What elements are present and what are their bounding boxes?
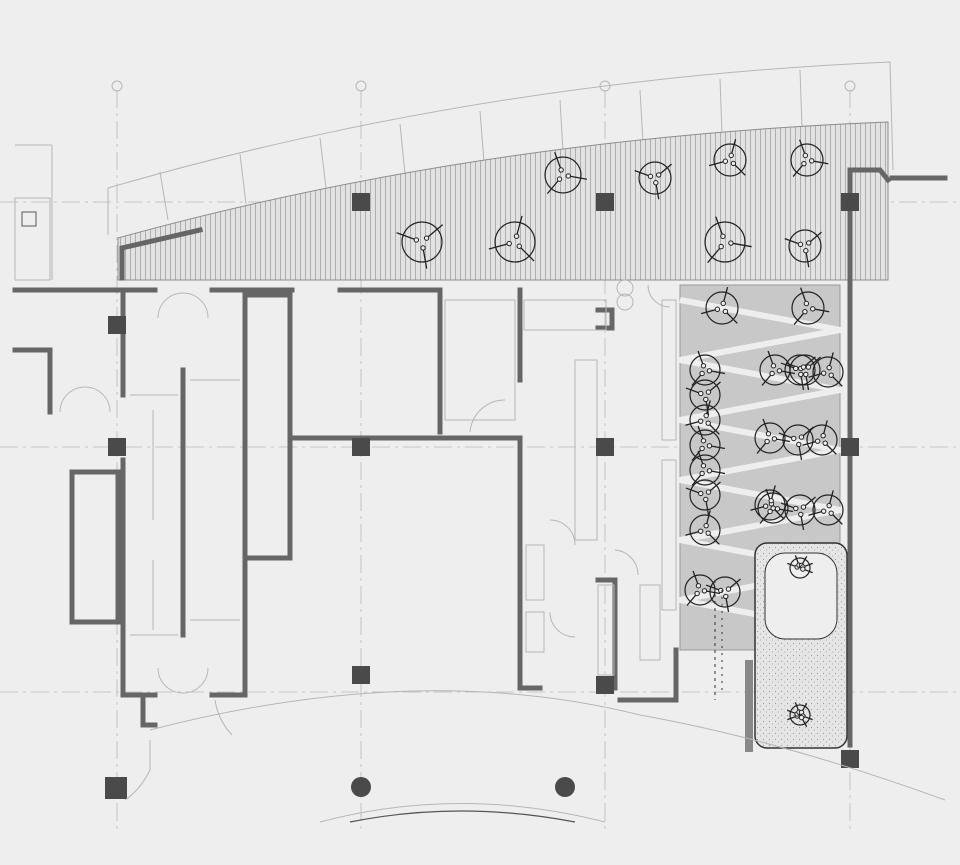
grid-bubble	[844, 80, 856, 92]
column	[108, 438, 126, 456]
round-table	[488, 215, 536, 263]
round-table	[689, 450, 726, 486]
kitchen	[444, 279, 677, 676]
round-table	[700, 286, 739, 325]
round-table	[780, 354, 816, 391]
column	[352, 666, 370, 684]
round-table	[685, 379, 721, 416]
structural-columns	[105, 193, 859, 799]
round-table	[705, 576, 741, 613]
round-table	[684, 570, 721, 606]
round-table	[784, 229, 822, 268]
entrance-doors	[59, 284, 671, 694]
round-table	[790, 139, 829, 177]
round-table	[808, 490, 844, 526]
round-table	[685, 479, 721, 516]
round-table	[787, 702, 813, 728]
round-table	[791, 287, 830, 325]
column	[105, 777, 127, 799]
round-table	[634, 161, 672, 200]
round-table	[396, 221, 444, 269]
booth-tables	[787, 555, 813, 728]
round-table	[685, 510, 721, 546]
planter-strip	[714, 580, 723, 700]
grid-bubble	[599, 80, 611, 92]
column	[108, 316, 126, 334]
grid-bubble	[111, 80, 123, 92]
stair-core	[130, 379, 240, 636]
round-table	[780, 494, 816, 531]
column	[352, 438, 370, 456]
round-table	[787, 555, 813, 579]
column	[841, 438, 859, 456]
canopy-terrace	[117, 121, 889, 281]
left-annex	[14, 144, 53, 281]
booth-area	[745, 542, 848, 752]
round-table	[544, 151, 588, 195]
round-table	[689, 350, 726, 386]
round-table	[808, 352, 844, 388]
dining-tables	[684, 350, 844, 613]
round-column	[555, 777, 575, 797]
column	[352, 193, 370, 211]
round-table	[750, 485, 786, 521]
round-table	[708, 138, 747, 177]
walls	[12, 167, 948, 748]
plaza	[124, 690, 946, 823]
round-table	[685, 400, 721, 436]
column	[841, 193, 859, 211]
round-column	[351, 777, 371, 797]
round-table	[754, 418, 791, 454]
grid-bubble	[355, 80, 367, 92]
column	[841, 750, 859, 768]
column	[596, 676, 614, 694]
terrace-tables	[396, 138, 830, 325]
column	[596, 193, 614, 211]
round-table	[689, 425, 726, 461]
round-table	[704, 216, 752, 264]
canopy-outline	[107, 61, 894, 235]
round-table	[802, 420, 838, 456]
column	[596, 438, 614, 456]
round-table	[778, 424, 814, 461]
